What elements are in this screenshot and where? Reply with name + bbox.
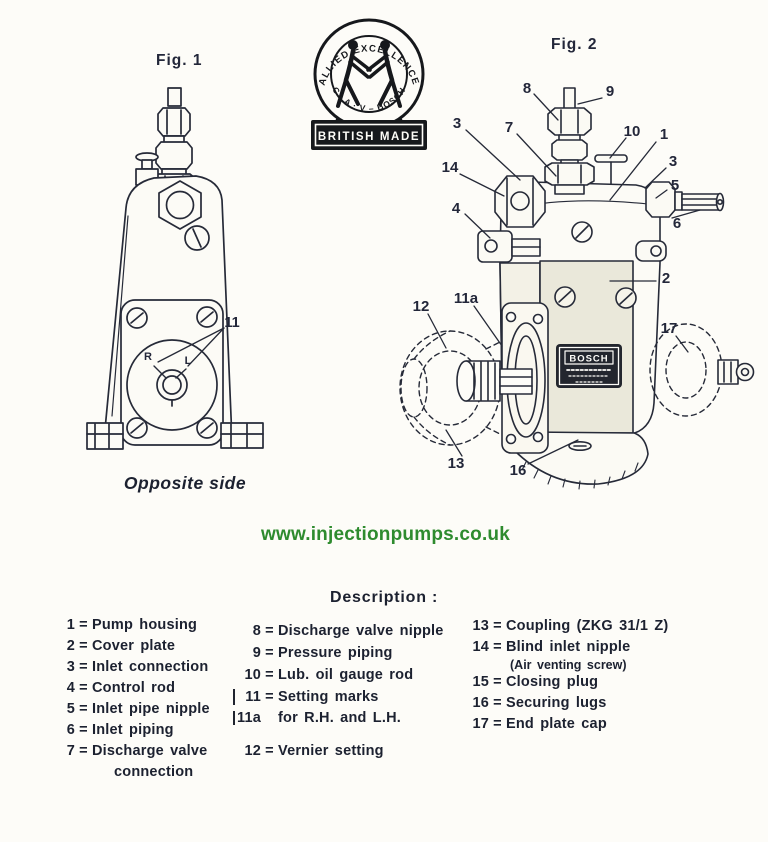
legend-item: 8=Discharge valve nipple <box>252 623 444 639</box>
legend-item: 1=Pump housing <box>66 617 198 633</box>
fig2-drawing: 8 9 3 7 10 1 14 3 5 4 6 2 12 11a 17 13 1… <box>399 80 755 490</box>
legend-item: 2=Cover plate <box>66 638 176 654</box>
legend-item: 16=Securing lugs <box>472 695 607 711</box>
callout-13: 13 <box>448 455 465 472</box>
legend-heading: Description : <box>330 589 439 606</box>
logo-banner-text: BRITISH MADE <box>318 131 420 143</box>
fig1-drawing: R L 11 <box>86 87 264 450</box>
legend-item: 11=Setting marks <box>233 686 444 708</box>
figure2-label: Fig. 2 <box>551 36 598 53</box>
callout-1: 1 <box>660 126 668 143</box>
legend-item: 4=Control rod <box>66 680 176 696</box>
legend-item: 5=Inlet pipe nipple <box>66 701 210 717</box>
legend-item: 3=Inlet connection <box>66 659 209 675</box>
logo-banner: BRITISH MADE <box>311 120 427 150</box>
callout-4: 4 <box>452 200 461 217</box>
legend-column-3: 13=Coupling (ZKG 31/1 Z) 14=Blind inlet … <box>462 616 668 735</box>
fig2-callouts: 8 9 3 7 10 1 14 3 5 4 6 2 12 11a 17 13 1… <box>413 80 682 479</box>
legend-item: 12=Vernier setting <box>244 743 384 759</box>
bosch-nameplate <box>556 344 622 388</box>
legend-column-2: 8=Discharge valve nipple 9=Pressure pipi… <box>233 620 444 762</box>
fig1-callout-11: 11 <box>224 315 239 331</box>
callout-3b: 3 <box>669 153 677 170</box>
callout-7: 7 <box>505 119 513 136</box>
callout-2: 2 <box>662 270 670 287</box>
legend-item: 14=Blind inlet nipple(Air venting screw) <box>472 639 631 672</box>
callout-10: 10 <box>624 123 641 140</box>
fig1-mark-l: L <box>185 355 192 367</box>
legend-item: 15=Closing plug <box>472 674 599 690</box>
legend-item: 17=End plate cap <box>472 716 607 732</box>
figure1-caption: Opposite side <box>123 473 247 493</box>
legend-item: 13=Coupling (ZKG 31/1 Z) <box>472 618 669 634</box>
bosch-brand-text: BOSCH <box>569 354 608 365</box>
legend-item: 10=Lub. oil gauge rod <box>244 667 414 683</box>
callout-8: 8 <box>523 80 531 97</box>
legend-item: 6=Inlet piping <box>66 722 174 738</box>
callout-17: 17 <box>661 320 678 337</box>
callout-6: 6 <box>673 215 681 232</box>
callout-11a: 11a <box>454 290 479 307</box>
fig1-mark-r: R <box>144 351 152 363</box>
figure1-label: Fig. 1 <box>156 52 203 69</box>
cav-bosch-logo: ALLIED EXCELLENCE · C · A · V – BOSCH · … <box>303 12 427 150</box>
callout-12: 12 <box>413 298 430 315</box>
logo-figures-icon <box>336 40 402 108</box>
callout-16: 16 <box>510 462 527 479</box>
callout-3: 3 <box>453 115 461 132</box>
legend-column-1: 1=Pump housing 2=Cover plate 3=Inlet con… <box>48 615 210 783</box>
callout-9: 9 <box>606 83 614 100</box>
callout-5: 5 <box>671 177 679 194</box>
callout-14: 14 <box>442 159 459 176</box>
website-url: www.injectionpumps.co.uk <box>260 524 510 545</box>
legend-item: 9=Pressure piping <box>252 645 393 661</box>
